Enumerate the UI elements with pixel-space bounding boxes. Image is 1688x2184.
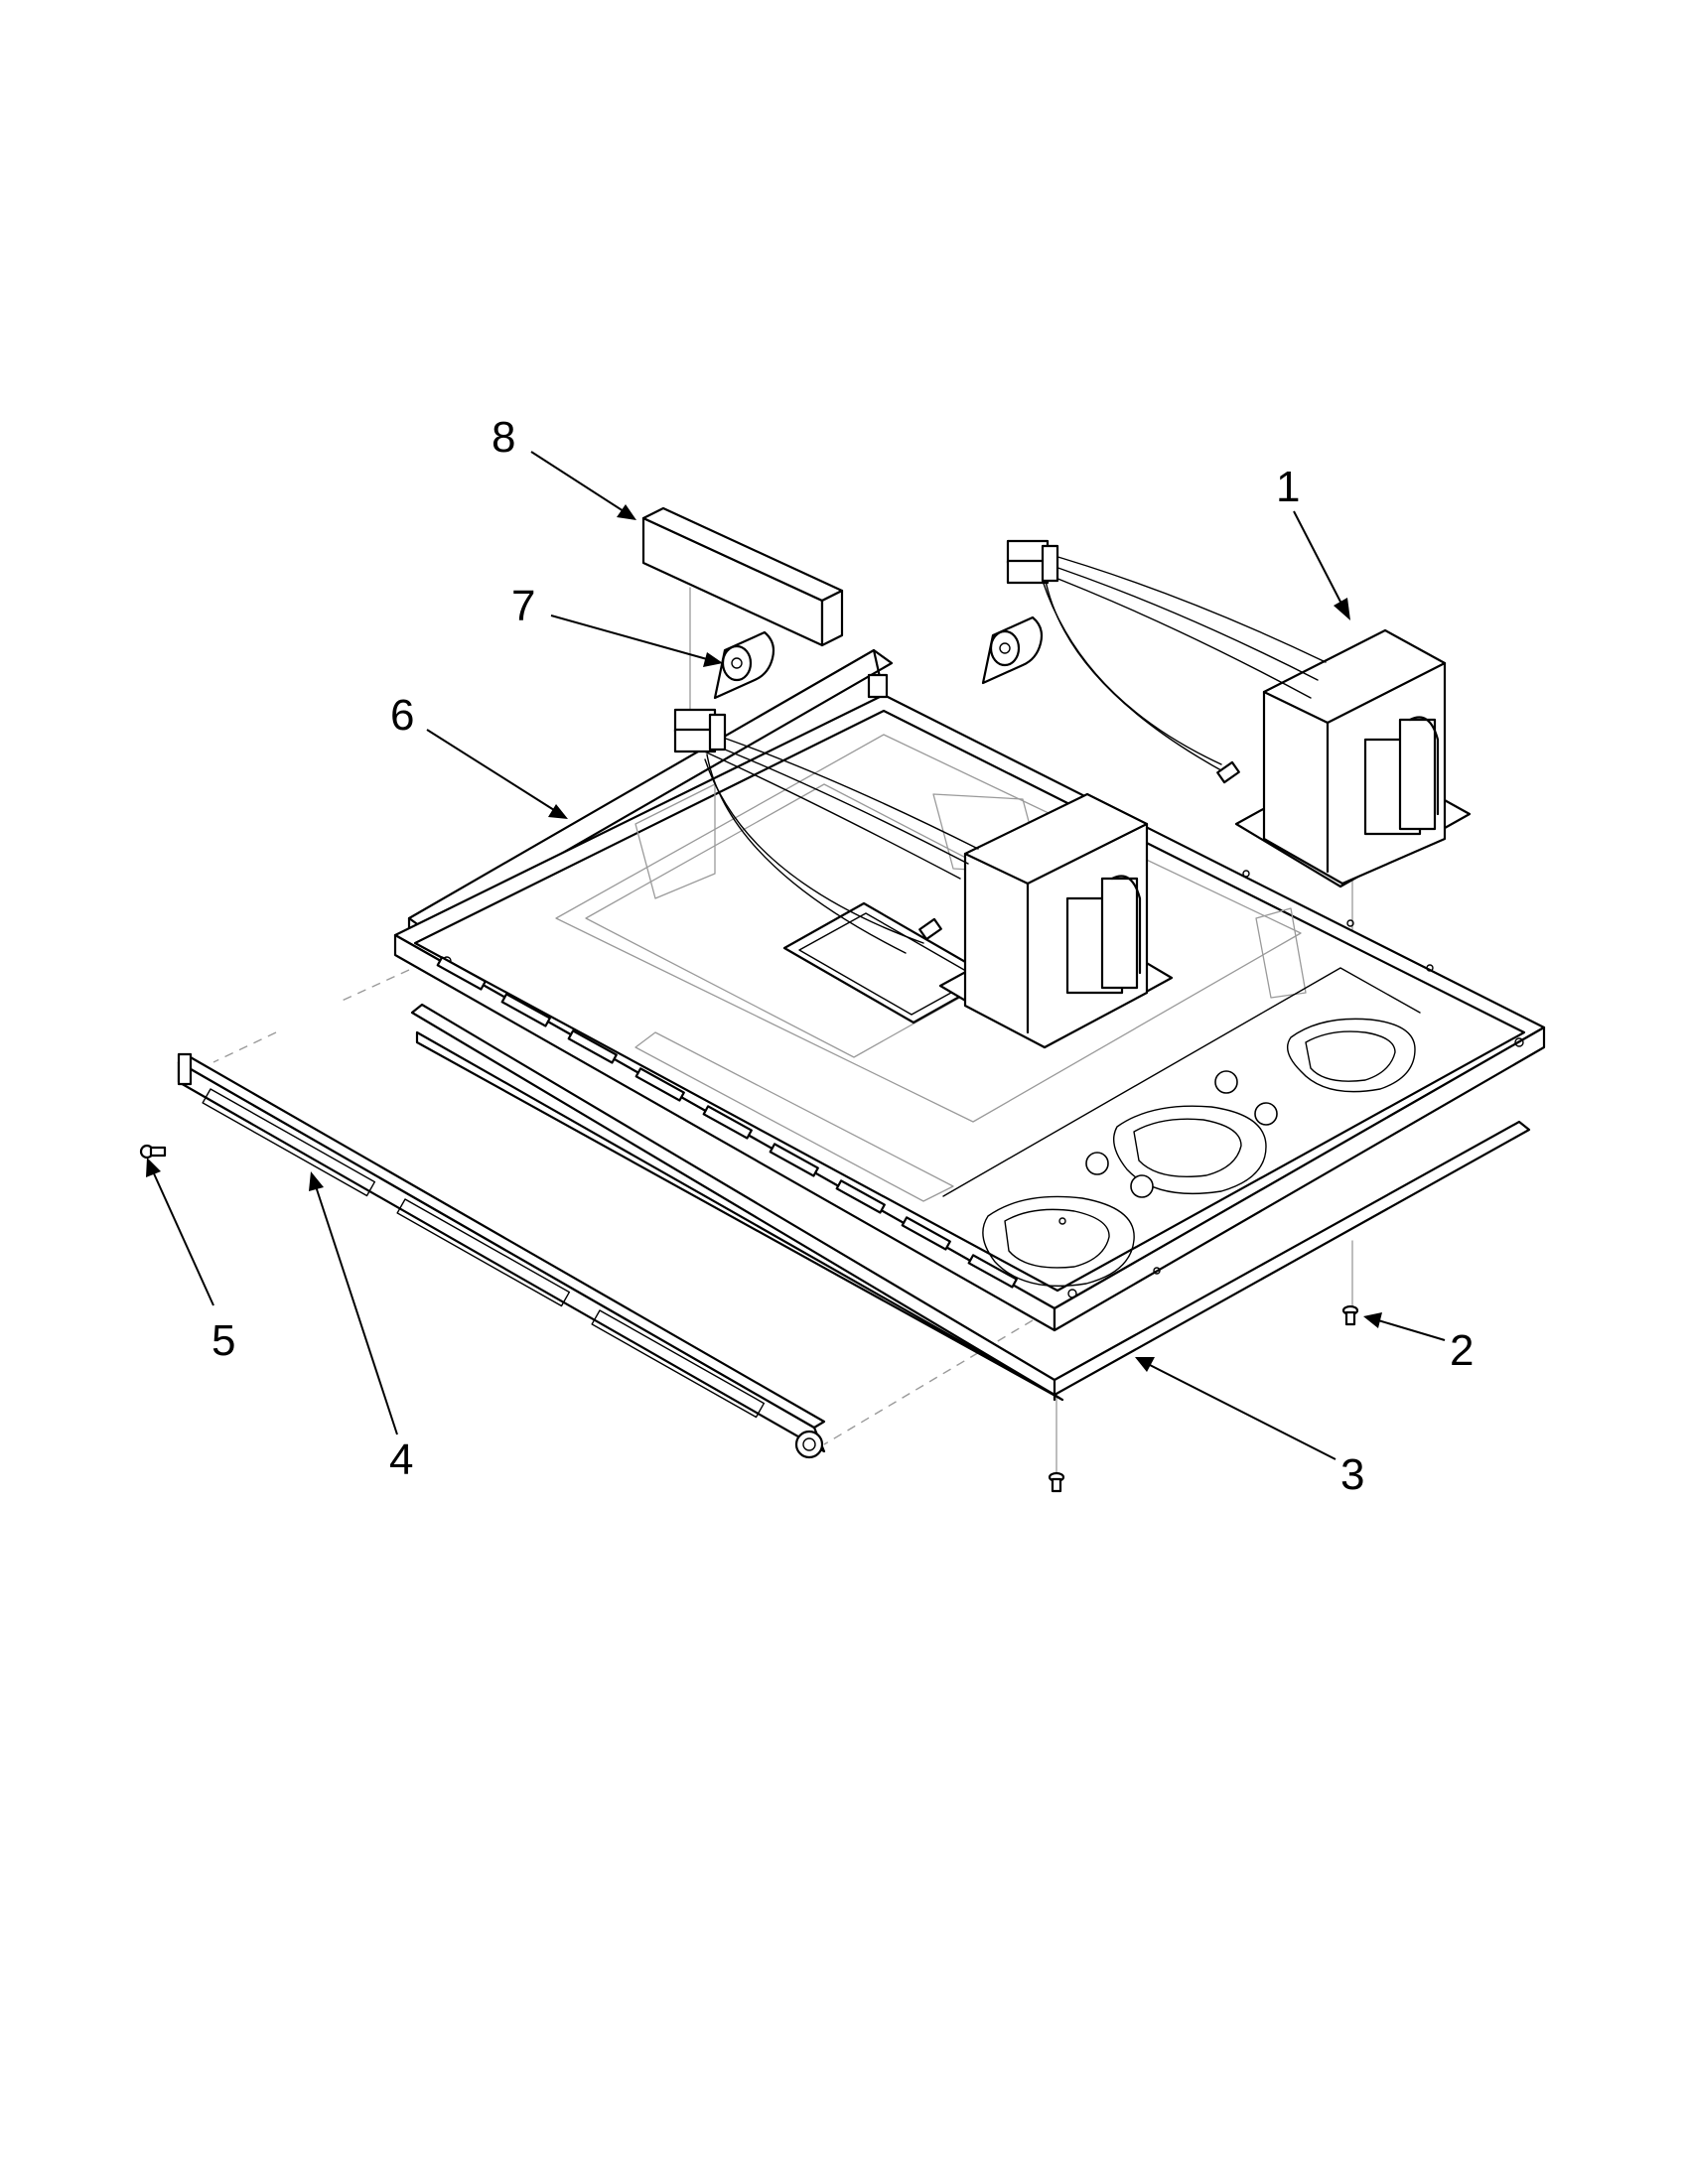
part-3-trim-strip <box>410 1003 1531 1402</box>
transformer-mounted <box>673 708 1174 1049</box>
burner-cup <box>1287 1018 1416 1093</box>
vent-slots <box>436 956 1018 1289</box>
callout-5: 5 <box>211 1316 235 1365</box>
callout-3: 3 <box>1340 1450 1364 1499</box>
part-7-spacer <box>981 615 1044 685</box>
part-8-block <box>641 506 844 647</box>
burner-cup <box>982 1195 1135 1288</box>
part-2-screw <box>1341 1304 1359 1326</box>
part-2-screw <box>1048 1471 1065 1493</box>
part-5-screw <box>139 1144 167 1160</box>
callout-8: 8 <box>492 413 515 462</box>
callout-7: 7 <box>511 582 535 630</box>
part-1-transformer <box>1006 539 1472 888</box>
burner-cup <box>1113 1105 1267 1195</box>
callout-6: 6 <box>390 691 414 740</box>
callout-1: 1 <box>1276 463 1300 511</box>
leader-lines <box>146 451 1446 1460</box>
callout-labels: 1 2 3 4 5 6 7 8 <box>211 413 1474 1499</box>
part-7-spacer <box>713 630 775 700</box>
callout-4: 4 <box>389 1435 413 1484</box>
part-4-front-rail <box>177 1052 826 1459</box>
callout-2: 2 <box>1450 1326 1474 1375</box>
